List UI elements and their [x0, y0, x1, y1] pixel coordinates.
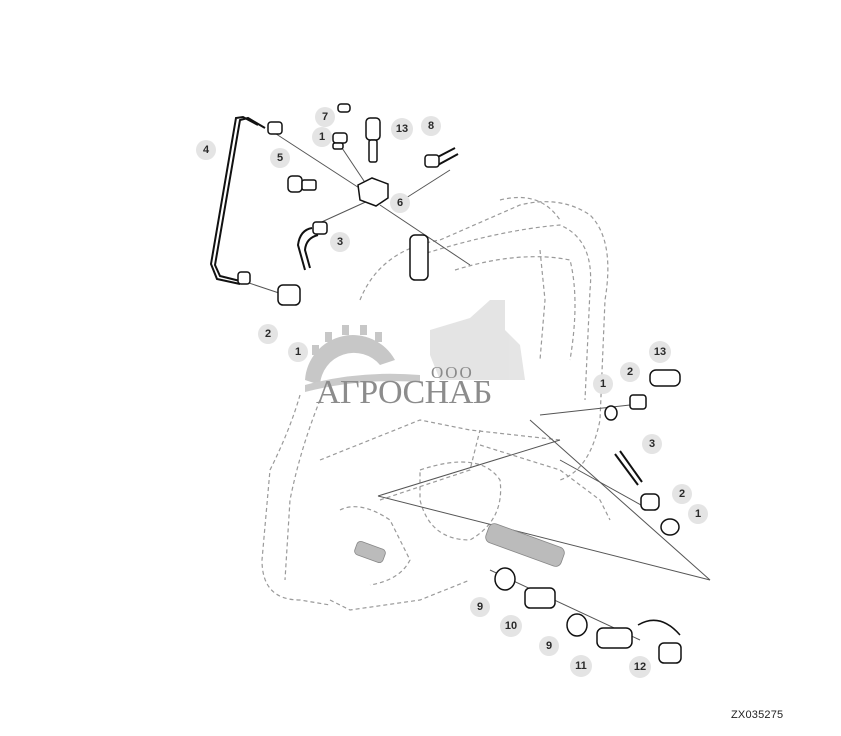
callout-label: 5: [276, 152, 284, 164]
callout-label: 3: [648, 438, 656, 450]
figure-reference-code: ZX035275: [731, 709, 784, 721]
watermark-graphic: [305, 300, 525, 392]
callout-label: 7: [321, 111, 329, 123]
fittings: [237, 103, 682, 664]
callout-label: 2: [678, 488, 686, 500]
callout-label: 2: [626, 366, 634, 378]
callout-label: 1: [599, 378, 607, 390]
callout-2: 2: [620, 362, 640, 382]
callout-1: 1: [288, 342, 308, 362]
shaft-splines: [354, 523, 565, 567]
callout-label: 9: [476, 601, 484, 613]
callout-label: 4: [202, 144, 210, 156]
callout-label: 13: [653, 346, 667, 358]
callout-5: 5: [270, 148, 290, 168]
callout-label: 1: [294, 346, 302, 358]
callout-11: 11: [570, 655, 592, 677]
callout-label: 9: [545, 640, 553, 652]
callout-12: 12: [629, 656, 651, 678]
callout-label: 3: [336, 236, 344, 248]
callout-label: 10: [504, 620, 518, 632]
callout-label: 12: [633, 661, 647, 673]
callout-1: 1: [593, 374, 613, 394]
callout-label: 2: [264, 328, 272, 340]
callout-label: 1: [694, 508, 702, 520]
callout-13: 13: [391, 118, 413, 140]
callout-2: 2: [672, 484, 692, 504]
callout-6: 6: [390, 193, 410, 213]
callout-2: 2: [258, 324, 278, 344]
callout-9: 9: [470, 597, 490, 617]
fuel-lines: [209, 115, 643, 486]
callout-3: 3: [642, 434, 662, 454]
callout-4: 4: [196, 140, 216, 160]
callout-1: 1: [688, 504, 708, 524]
engine-housing-outline: [261, 196, 611, 611]
callout-label: 1: [318, 131, 326, 143]
callout-9: 9: [539, 636, 559, 656]
callout-7: 7: [315, 107, 335, 127]
callout-10: 10: [500, 615, 522, 637]
callout-label: 8: [427, 120, 435, 132]
callout-label: 6: [396, 197, 404, 209]
callout-13: 13: [649, 341, 671, 363]
callout-label: 13: [395, 123, 409, 135]
callout-3: 3: [330, 232, 350, 252]
callout-8: 8: [421, 116, 441, 136]
callout-1: 1: [312, 127, 332, 147]
callout-label: 11: [575, 660, 587, 672]
